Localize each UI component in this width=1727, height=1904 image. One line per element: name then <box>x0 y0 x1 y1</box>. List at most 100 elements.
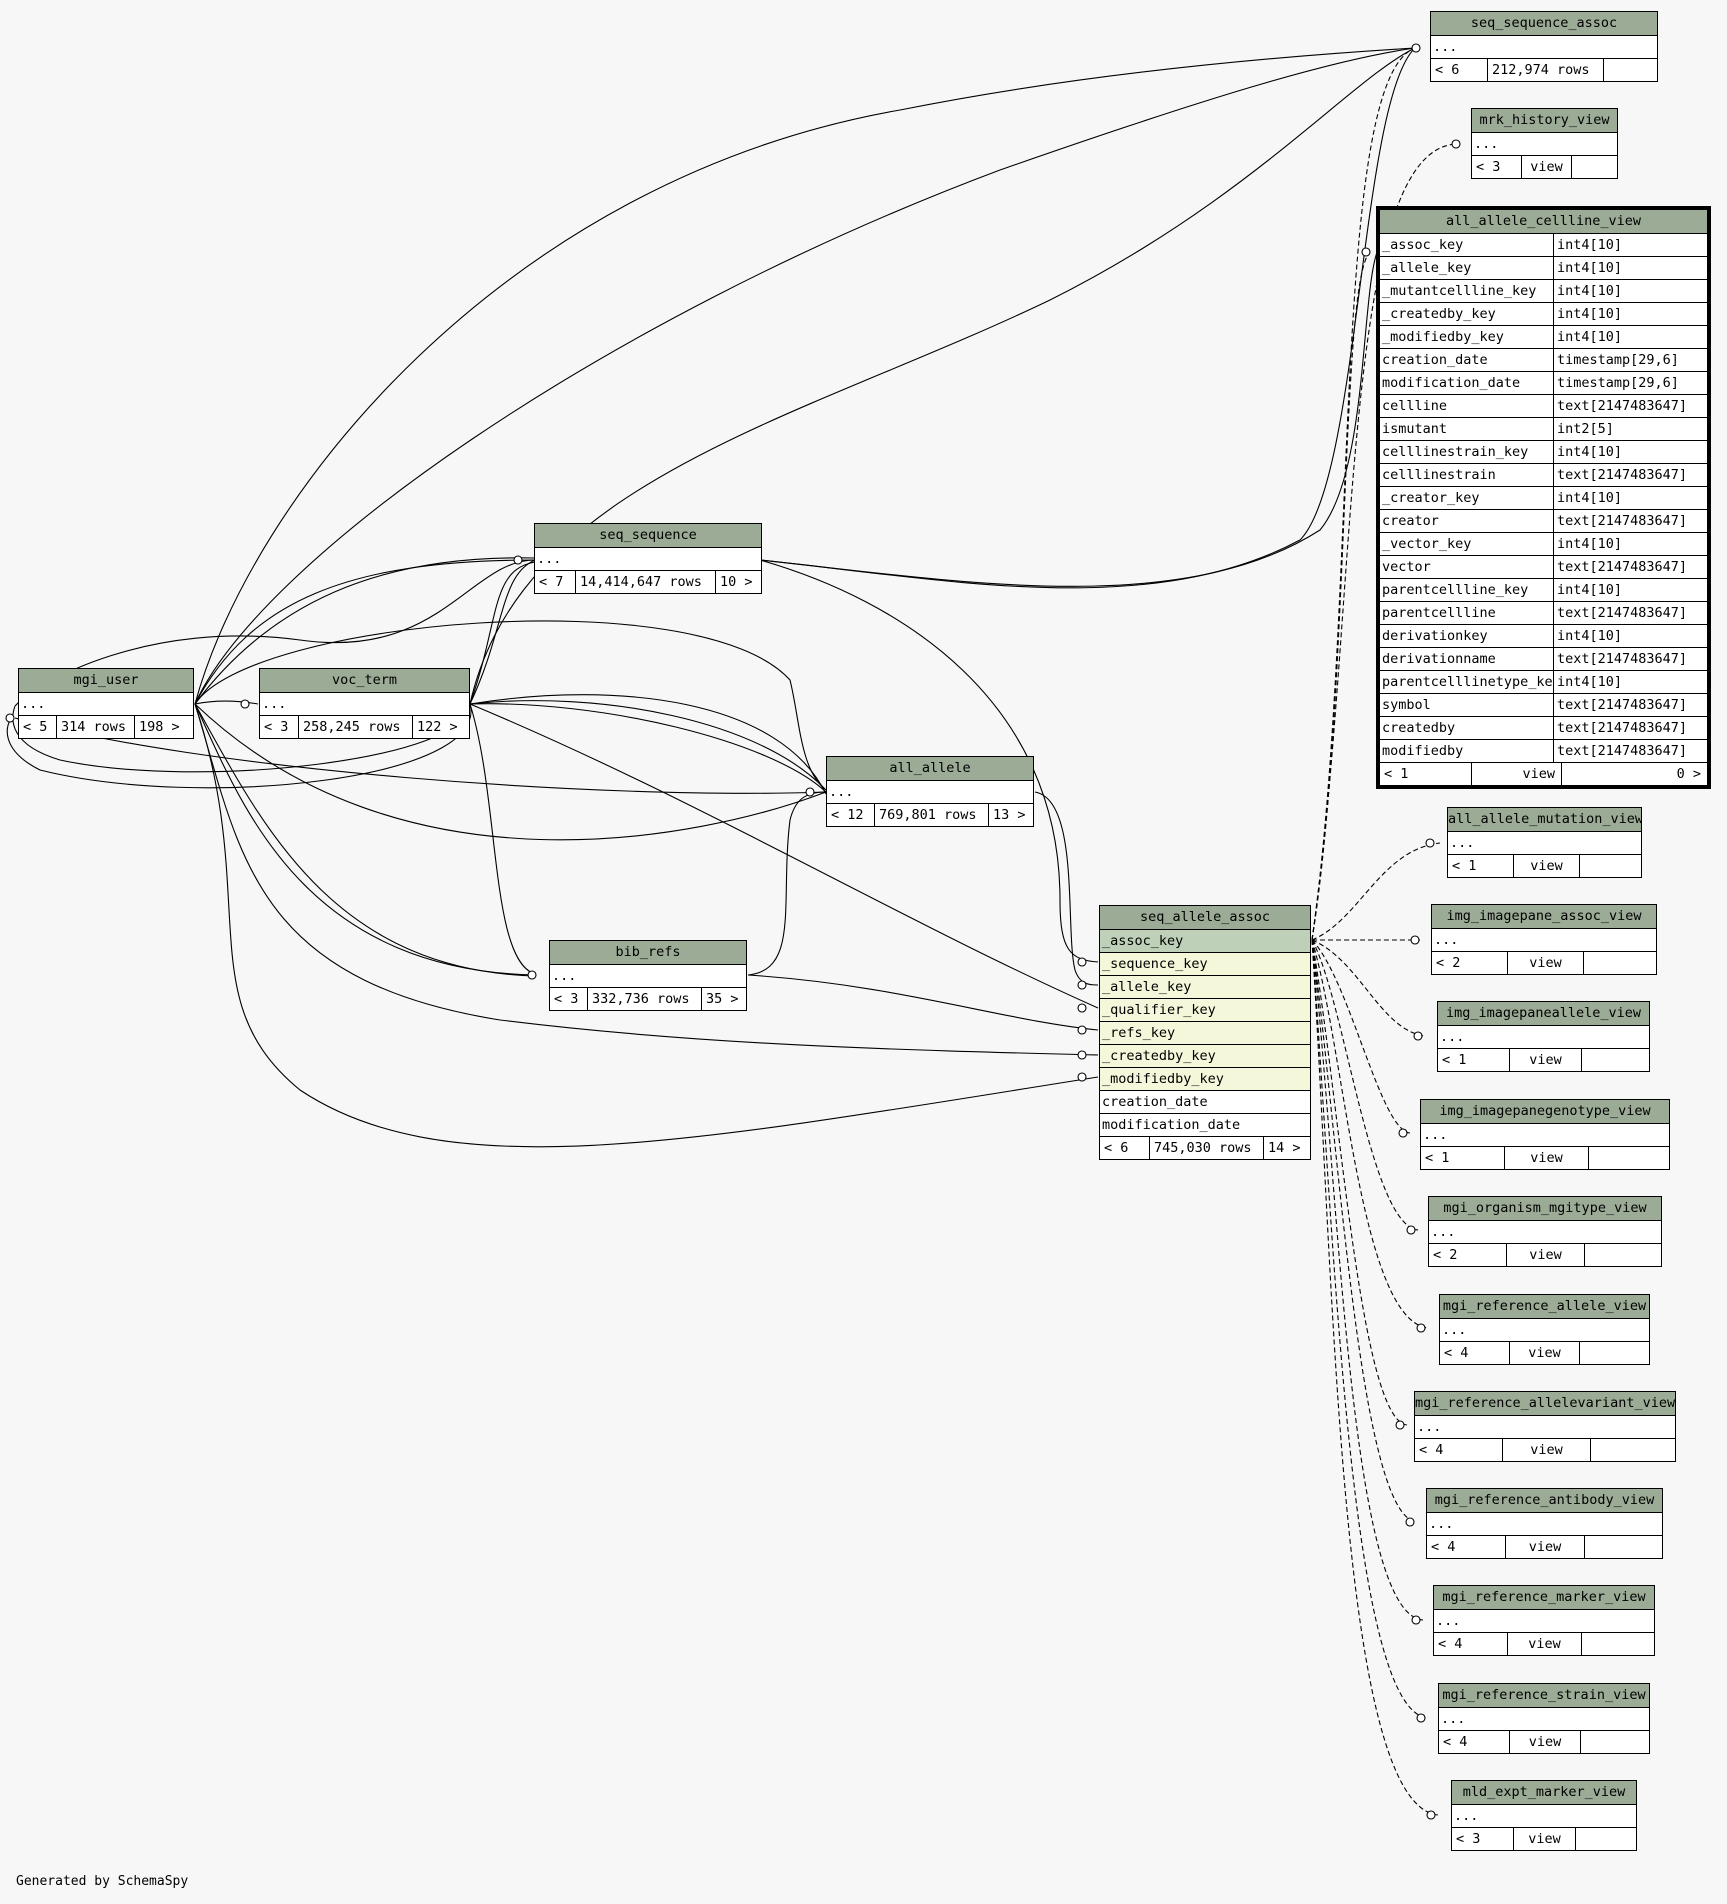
parents-count[interactable]: < 3 <box>260 716 299 738</box>
column-type: int4[10] <box>1553 671 1707 693</box>
children-count[interactable]: 0 > <box>1676 766 1701 782</box>
edge-view-reference_marker_view <box>1311 939 1424 1621</box>
parents-count[interactable]: < 4 <box>1415 1439 1503 1461</box>
parents-count[interactable]: < 1 <box>1448 855 1514 877</box>
parents-count[interactable]: < 2 <box>1429 1244 1507 1266</box>
table-mgi_reference_marker_view[interactable]: mgi_reference_marker_view ... < 4 view <box>1433 1585 1655 1656</box>
parents-count[interactable]: < 1 <box>1380 763 1472 785</box>
children-count[interactable]: 198 > <box>139 719 180 735</box>
parents-count[interactable]: < 12 <box>827 804 875 826</box>
table-bib_refs[interactable]: bib_refs ... < 3 332,736 rows 35 > <box>549 940 747 1011</box>
children-count[interactable] <box>1576 1828 1636 1850</box>
column-name: creation_date <box>1382 352 1488 368</box>
children-count[interactable] <box>1585 1244 1661 1266</box>
parents-count[interactable]: < 1 <box>1421 1147 1505 1169</box>
parents-count[interactable]: < 3 <box>1452 1828 1514 1850</box>
column-name: _modifiedby_key <box>1382 329 1504 345</box>
parents-count[interactable]: < 1 <box>1438 1049 1510 1071</box>
column-row[interactable]: _sequence_key <box>1100 953 1310 976</box>
parents-count[interactable]: < 4 <box>1427 1536 1506 1558</box>
parents-count[interactable]: < 6 <box>1100 1137 1150 1159</box>
table-seq_sequence[interactable]: seq_sequence ... < 7 14,414,647 rows 10 … <box>534 523 762 594</box>
table-mld_expt_marker_view[interactable]: mld_expt_marker_view ... < 3 view <box>1451 1780 1637 1851</box>
row-count: 769,801 rows <box>875 804 989 826</box>
children-count[interactable] <box>1580 1342 1649 1364</box>
marker-sa-sequence <box>1077 957 1087 967</box>
parents-count[interactable]: < 5 <box>19 716 57 738</box>
table-mgi_reference_strain_view[interactable]: mgi_reference_strain_view ... < 4 view <box>1438 1683 1650 1754</box>
table-all_allele[interactable]: all_allele ... < 12 769,801 rows 13 > <box>826 756 1034 827</box>
table-img_imagepaneallele_view[interactable]: img_imagepaneallele_view ... < 1 view <box>1437 1001 1650 1072</box>
parents-count[interactable]: < 4 <box>1439 1731 1510 1753</box>
parents-count[interactable]: < 4 <box>1440 1342 1510 1364</box>
children-count[interactable]: 14 > <box>1268 1140 1301 1156</box>
parents-count[interactable]: < 3 <box>550 988 588 1010</box>
column-name: derivationkey <box>1382 628 1488 644</box>
table-img_imagepane_assoc_view[interactable]: img_imagepane_assoc_view ... < 2 view <box>1431 904 1657 975</box>
table-mgi_reference_antibody_view[interactable]: mgi_reference_antibody_view ... < 4 view <box>1426 1488 1663 1559</box>
column-row[interactable]: _refs_key <box>1100 1022 1310 1045</box>
parents-count[interactable]: < 7 <box>535 571 576 593</box>
column-row[interactable]: _modifiedby_key <box>1100 1068 1310 1091</box>
children-count[interactable] <box>1591 1439 1675 1461</box>
table-img_imagepanegenotype_view[interactable]: img_imagepanegenotype_view ... < 1 view <box>1420 1099 1670 1170</box>
children-count[interactable] <box>1582 1633 1654 1655</box>
children-count[interactable] <box>1580 855 1641 877</box>
table-seq_allele_assoc[interactable]: seq_allele_assoc _assoc_key_sequence_key… <box>1099 905 1311 1160</box>
children-count[interactable] <box>1585 1536 1662 1558</box>
children-count[interactable]: 13 > <box>993 807 1026 823</box>
column-type: text[2147483647] <box>1553 464 1707 486</box>
table-mgi_reference_allelevariant_view[interactable]: mgi_reference_allelevariant_view ... < 4… <box>1414 1391 1676 1462</box>
children-count[interactable] <box>1581 1731 1649 1753</box>
column-row[interactable]: _qualifier_key <box>1100 999 1310 1022</box>
table-all_allele_mutation_view[interactable]: all_allele_mutation_view ... < 1 view <box>1447 807 1642 878</box>
children-count[interactable] <box>1589 1147 1669 1169</box>
column-row[interactable]: modification_date <box>1100 1114 1310 1137</box>
parents-count[interactable]: < 2 <box>1432 952 1508 974</box>
children-count[interactable]: 10 > <box>720 574 753 590</box>
table-mgi_organism_mgitype_view[interactable]: mgi_organism_mgitype_view ... < 2 view <box>1428 1196 1662 1267</box>
children-count[interactable] <box>1572 156 1617 178</box>
parents-count[interactable]: < 6 <box>1431 59 1488 81</box>
children-count[interactable] <box>1582 1049 1649 1071</box>
column-row[interactable]: _createdby_key <box>1100 1045 1310 1068</box>
parents-count[interactable]: < 4 <box>1434 1633 1508 1655</box>
children-count[interactable]: 122 > <box>417 719 458 735</box>
children-count[interactable] <box>1584 952 1656 974</box>
table-mgi_user[interactable]: mgi_user ... < 5 314 rows 198 > <box>18 668 194 739</box>
parents-count[interactable]: < 3 <box>1472 156 1522 178</box>
table-mrk_history_view[interactable]: mrk_history_view ... < 3 view <box>1471 108 1618 179</box>
children-count[interactable]: 35 > <box>706 991 739 1007</box>
column-row[interactable]: _allele_key <box>1100 976 1310 999</box>
column-row[interactable]: creation_date <box>1100 1091 1310 1114</box>
table-mgi_reference_allele_view[interactable]: mgi_reference_allele_view ... < 4 view <box>1439 1294 1650 1365</box>
table-seq_sequence_assoc[interactable]: seq_sequence_assoc ... < 6 212,974 rows <box>1430 11 1658 82</box>
column-row[interactable]: _assoc_key <box>1100 930 1310 953</box>
table-voc_term[interactable]: voc_term ... < 3 258,245 rows 122 > <box>259 668 470 739</box>
children-count[interactable] <box>1604 59 1657 81</box>
